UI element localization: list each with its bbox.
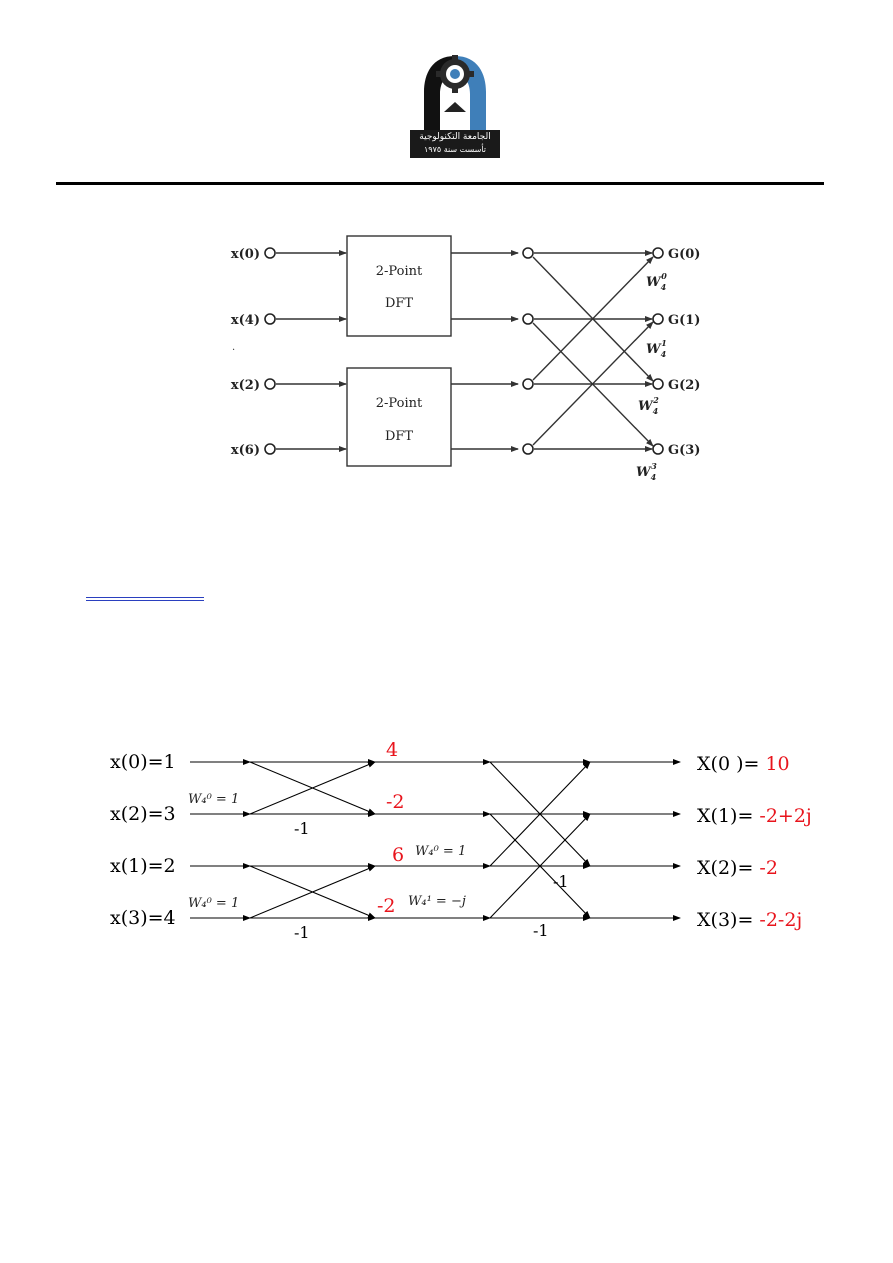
middle-node <box>522 313 534 325</box>
middle-node <box>522 247 534 259</box>
output-label: G(1) <box>668 313 700 328</box>
intermediate-value: 6 <box>392 844 404 866</box>
logo-founded-text: تأسست سنة ١٩٧٥ <box>423 145 487 154</box>
output-equation: X(1)= -2+2j <box>697 805 812 827</box>
input-equation: x(2)=3 <box>110 803 176 825</box>
dft-block-label: 2-Point <box>376 396 423 411</box>
twiddle-label: W₄⁰ = 1 <box>415 844 466 859</box>
output-equation: X(3)= -2-2j <box>697 909 802 931</box>
minus-one-label: -1 <box>294 819 310 838</box>
twiddle-label: W₄⁰ = 1 <box>188 896 239 911</box>
intermediate-value: -2 <box>377 895 396 917</box>
fft-flow-diagram-1: x(0) x(4) x(2) x(6) . 2-Point DFT 2-Poin… <box>231 235 700 482</box>
output-equation: X(2)= -2 <box>697 857 778 879</box>
input-equation: x(3)=4 <box>110 907 176 929</box>
middle-node <box>522 378 534 390</box>
dft-block-top <box>346 235 452 337</box>
twiddle-factor: W40 <box>646 271 667 292</box>
input-node <box>264 313 276 325</box>
dft-block-label: DFT <box>385 429 413 444</box>
intermediate-value: 4 <box>386 739 398 761</box>
output-node <box>652 443 664 455</box>
university-logo <box>410 55 500 158</box>
fft-flow-diagram-2: x(0)=1 x(2)=3 x(1)=2 x(3)=4 W₄⁰ = 1 W₄⁰ … <box>110 739 812 942</box>
output-label: G(2) <box>668 378 700 393</box>
output-node <box>652 247 664 259</box>
logo-arabic-text: الجامعة التكنولوجية <box>419 132 491 142</box>
underline-link-mark <box>86 597 204 601</box>
twiddle-factor: W41 <box>646 338 667 359</box>
input-node <box>264 247 276 259</box>
dft-block-label: DFT <box>385 296 413 311</box>
input-node <box>264 443 276 455</box>
output-node <box>652 313 664 325</box>
stray-mark: . <box>232 342 235 353</box>
minus-one-label: -1 <box>294 923 310 942</box>
twiddle-factor: W42 <box>638 395 659 416</box>
input-equation: x(0)=1 <box>110 751 176 773</box>
input-label: x(2) <box>231 378 260 393</box>
header-divider <box>56 182 824 185</box>
twiddle-factor: W43 <box>636 461 657 482</box>
output-equation: X(0 )= 10 <box>697 753 790 775</box>
input-label: x(6) <box>231 443 260 458</box>
input-equation: x(1)=2 <box>110 855 176 877</box>
input-label: x(0) <box>231 247 260 262</box>
twiddle-label: W₄¹ = −j <box>408 894 466 909</box>
logo-text-band <box>410 130 500 158</box>
input-label: x(4) <box>231 313 260 328</box>
input-node <box>264 378 276 390</box>
minus-one-label: -1 <box>553 872 569 891</box>
output-label: G(3) <box>668 443 700 458</box>
dft-block-label: 2-Point <box>376 264 423 279</box>
middle-node <box>522 443 534 455</box>
output-node <box>652 378 664 390</box>
intermediate-value: -2 <box>386 791 405 813</box>
dft-block-bottom <box>346 367 452 467</box>
twiddle-label: W₄⁰ = 1 <box>188 792 239 807</box>
minus-one-label: -1 <box>533 921 549 940</box>
output-label: G(0) <box>668 247 700 262</box>
